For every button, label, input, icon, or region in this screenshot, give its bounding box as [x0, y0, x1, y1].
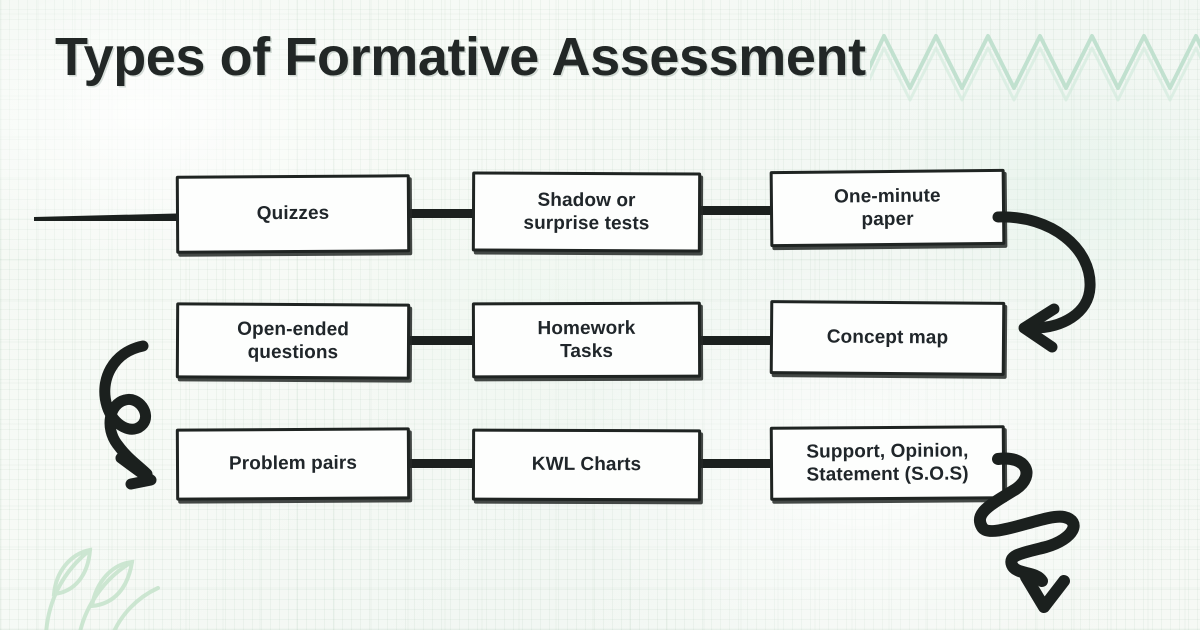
node-label: Quizzes [256, 203, 330, 225]
node-concept-map[interactable]: Concept map [769, 300, 1006, 376]
node-shadow-or-surprise-tests[interactable]: Shadow or surprise tests [471, 171, 702, 253]
page-title: Types of Formative Assessment [55, 27, 866, 87]
entry-line [34, 213, 196, 221]
node-label-line1: One-minute [834, 185, 941, 208]
node-homework-tasks[interactable]: Homework Tasks [471, 301, 702, 379]
node-support-opinion-statement[interactable]: Support, Opinion, Statement (S.O.S) [769, 425, 1006, 501]
node-problem-pairs[interactable]: Problem pairs [175, 427, 411, 501]
node-label: KWL Charts [531, 454, 642, 476]
node-label-line2: paper [861, 208, 914, 231]
node-label-line2: questions [247, 341, 339, 364]
connector-r1-b [697, 206, 775, 215]
node-label: Open-ended questions [237, 318, 349, 365]
node-label-line1: Shadow or [537, 189, 636, 212]
node-label: Concept map [826, 326, 949, 349]
node-quizzes[interactable]: Quizzes [175, 174, 411, 254]
node-open-ended-questions[interactable]: Open-ended questions [175, 302, 411, 380]
node-kwl-charts[interactable]: KWL Charts [471, 428, 702, 502]
node-one-minute-paper[interactable]: One-minute paper [769, 168, 1006, 248]
node-label-line1: Open-ended [237, 318, 350, 341]
node-label-line2: Tasks [560, 340, 614, 363]
connector-r3-b [697, 459, 775, 468]
node-label: Homework Tasks [537, 317, 635, 364]
connector-r3-a [404, 459, 478, 468]
connector-r2-a [404, 336, 478, 345]
node-label-line2: Statement (S.O.S) [806, 463, 969, 486]
node-label-line1: Homework [537, 317, 636, 339]
node-label-line2: surprise tests [523, 212, 650, 235]
node-label-line1: Support, Opinion, [806, 440, 969, 463]
connector-r1-a [404, 209, 478, 218]
node-label: Problem pairs [228, 453, 358, 475]
connector-r2-b [697, 336, 775, 345]
curved-arrow-right-icon [992, 211, 1096, 353]
node-label: One-minute paper [834, 184, 941, 231]
node-label: Support, Opinion, Statement (S.O.S) [806, 439, 968, 486]
node-label: Shadow or surprise tests [523, 189, 649, 236]
